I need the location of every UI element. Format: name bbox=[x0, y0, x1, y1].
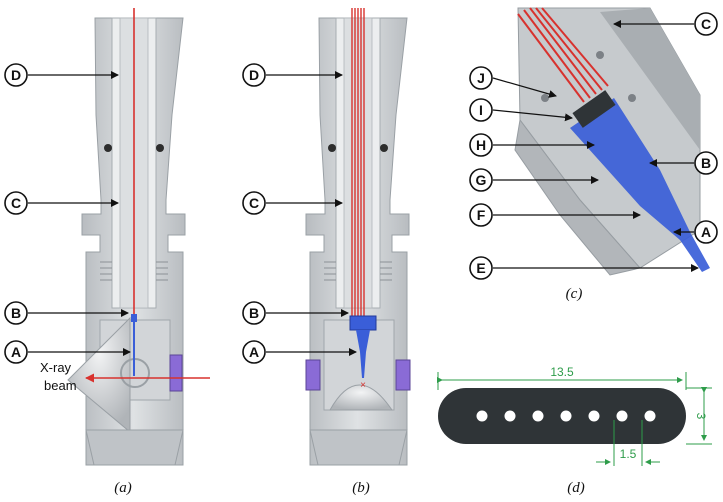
holder-base-c bbox=[514, 118, 641, 276]
beam-text-line1: X-ray bbox=[40, 360, 72, 375]
svg-text:B: B bbox=[11, 305, 21, 321]
label-c-B: B bbox=[649, 151, 718, 175]
label-c-H: H bbox=[469, 133, 595, 157]
screw-hole-3 bbox=[628, 94, 636, 102]
chip-hole bbox=[476, 410, 488, 422]
chip-hole bbox=[504, 410, 516, 422]
catcher-dome-b bbox=[329, 384, 393, 411]
svg-text:B: B bbox=[701, 155, 711, 171]
o-ring-right bbox=[156, 144, 164, 152]
label-b-D: D bbox=[242, 63, 343, 87]
svg-text:D: D bbox=[11, 67, 21, 83]
label-b-B: B bbox=[242, 301, 349, 325]
svg-text:C: C bbox=[701, 16, 711, 32]
label-a-A: A bbox=[4, 340, 131, 364]
dim-length-text: 13.5 bbox=[550, 365, 574, 379]
label-a-D: D bbox=[4, 63, 119, 87]
hole-group bbox=[476, 410, 656, 422]
caption-c: (c) bbox=[566, 286, 583, 302]
svg-text:B: B bbox=[249, 305, 259, 321]
screw-hole-2 bbox=[596, 51, 604, 59]
window-purple-right bbox=[169, 354, 183, 392]
window-purple-left-b bbox=[305, 359, 321, 391]
chip-hole bbox=[588, 410, 600, 422]
screw-hole-1 bbox=[541, 94, 549, 102]
catcher-cone bbox=[67, 316, 131, 434]
caption-a: (a) bbox=[114, 480, 132, 496]
chip-hole bbox=[644, 410, 656, 422]
dim-pitch-text: 1.5 bbox=[620, 447, 637, 461]
label-c-F: F bbox=[469, 203, 641, 227]
base-flange bbox=[85, 429, 184, 466]
beam-text-line2: beam bbox=[44, 378, 77, 393]
panel-d: 13.5 3 1.5 (d) bbox=[437, 365, 712, 496]
chip-b bbox=[349, 315, 377, 331]
thread-lines-b bbox=[324, 261, 392, 281]
o-ring-right-b bbox=[380, 144, 388, 152]
chip-hole bbox=[616, 410, 628, 422]
svg-text:E: E bbox=[476, 260, 485, 276]
label-b-C: C bbox=[242, 191, 343, 215]
svg-text:G: G bbox=[476, 172, 487, 188]
chip-small bbox=[131, 314, 137, 322]
thread-lines bbox=[100, 261, 168, 281]
svg-text:I: I bbox=[479, 102, 483, 118]
chip-hole bbox=[560, 410, 572, 422]
chip-tip-b bbox=[356, 330, 370, 378]
caption-b: (b) bbox=[352, 480, 370, 496]
caption-d: (d) bbox=[567, 480, 585, 496]
svg-text:D: D bbox=[249, 67, 259, 83]
panel-b: × D C B A (b) bbox=[242, 8, 411, 496]
label-a-C: C bbox=[4, 191, 119, 215]
svg-text:A: A bbox=[11, 344, 21, 360]
dim-height-text: 3 bbox=[694, 413, 708, 420]
panel-c: C J I H B G F bbox=[469, 7, 718, 302]
chip-hole bbox=[532, 410, 544, 422]
svg-text:C: C bbox=[11, 195, 21, 211]
capillaries-b bbox=[351, 8, 365, 318]
label-c-A: A bbox=[673, 220, 718, 244]
svg-text:J: J bbox=[477, 70, 485, 86]
holder-edge-c bbox=[600, 8, 700, 150]
label-c-C: C bbox=[613, 12, 718, 36]
o-ring-left-b bbox=[328, 144, 336, 152]
o-ring-left bbox=[104, 144, 112, 152]
label-b-A: A bbox=[242, 340, 357, 364]
svg-text:A: A bbox=[249, 344, 259, 360]
label-c-E: E bbox=[469, 256, 699, 280]
label-a-B: B bbox=[4, 301, 129, 325]
base-flange-b bbox=[309, 429, 408, 466]
focus-mark-b: × bbox=[360, 380, 366, 391]
capillaries-c bbox=[517, 7, 609, 103]
svg-text:F: F bbox=[477, 207, 486, 223]
svg-text:A: A bbox=[701, 224, 711, 240]
svg-text:C: C bbox=[249, 195, 259, 211]
window-purple-right-b bbox=[395, 359, 411, 391]
label-c-I: I bbox=[469, 98, 573, 122]
panel-a: X-ray beam D C B A (a) bbox=[4, 8, 210, 496]
svg-text:H: H bbox=[476, 137, 486, 153]
label-c-J: J bbox=[469, 66, 557, 98]
label-c-G: G bbox=[469, 168, 599, 192]
clamp-c bbox=[572, 90, 616, 128]
